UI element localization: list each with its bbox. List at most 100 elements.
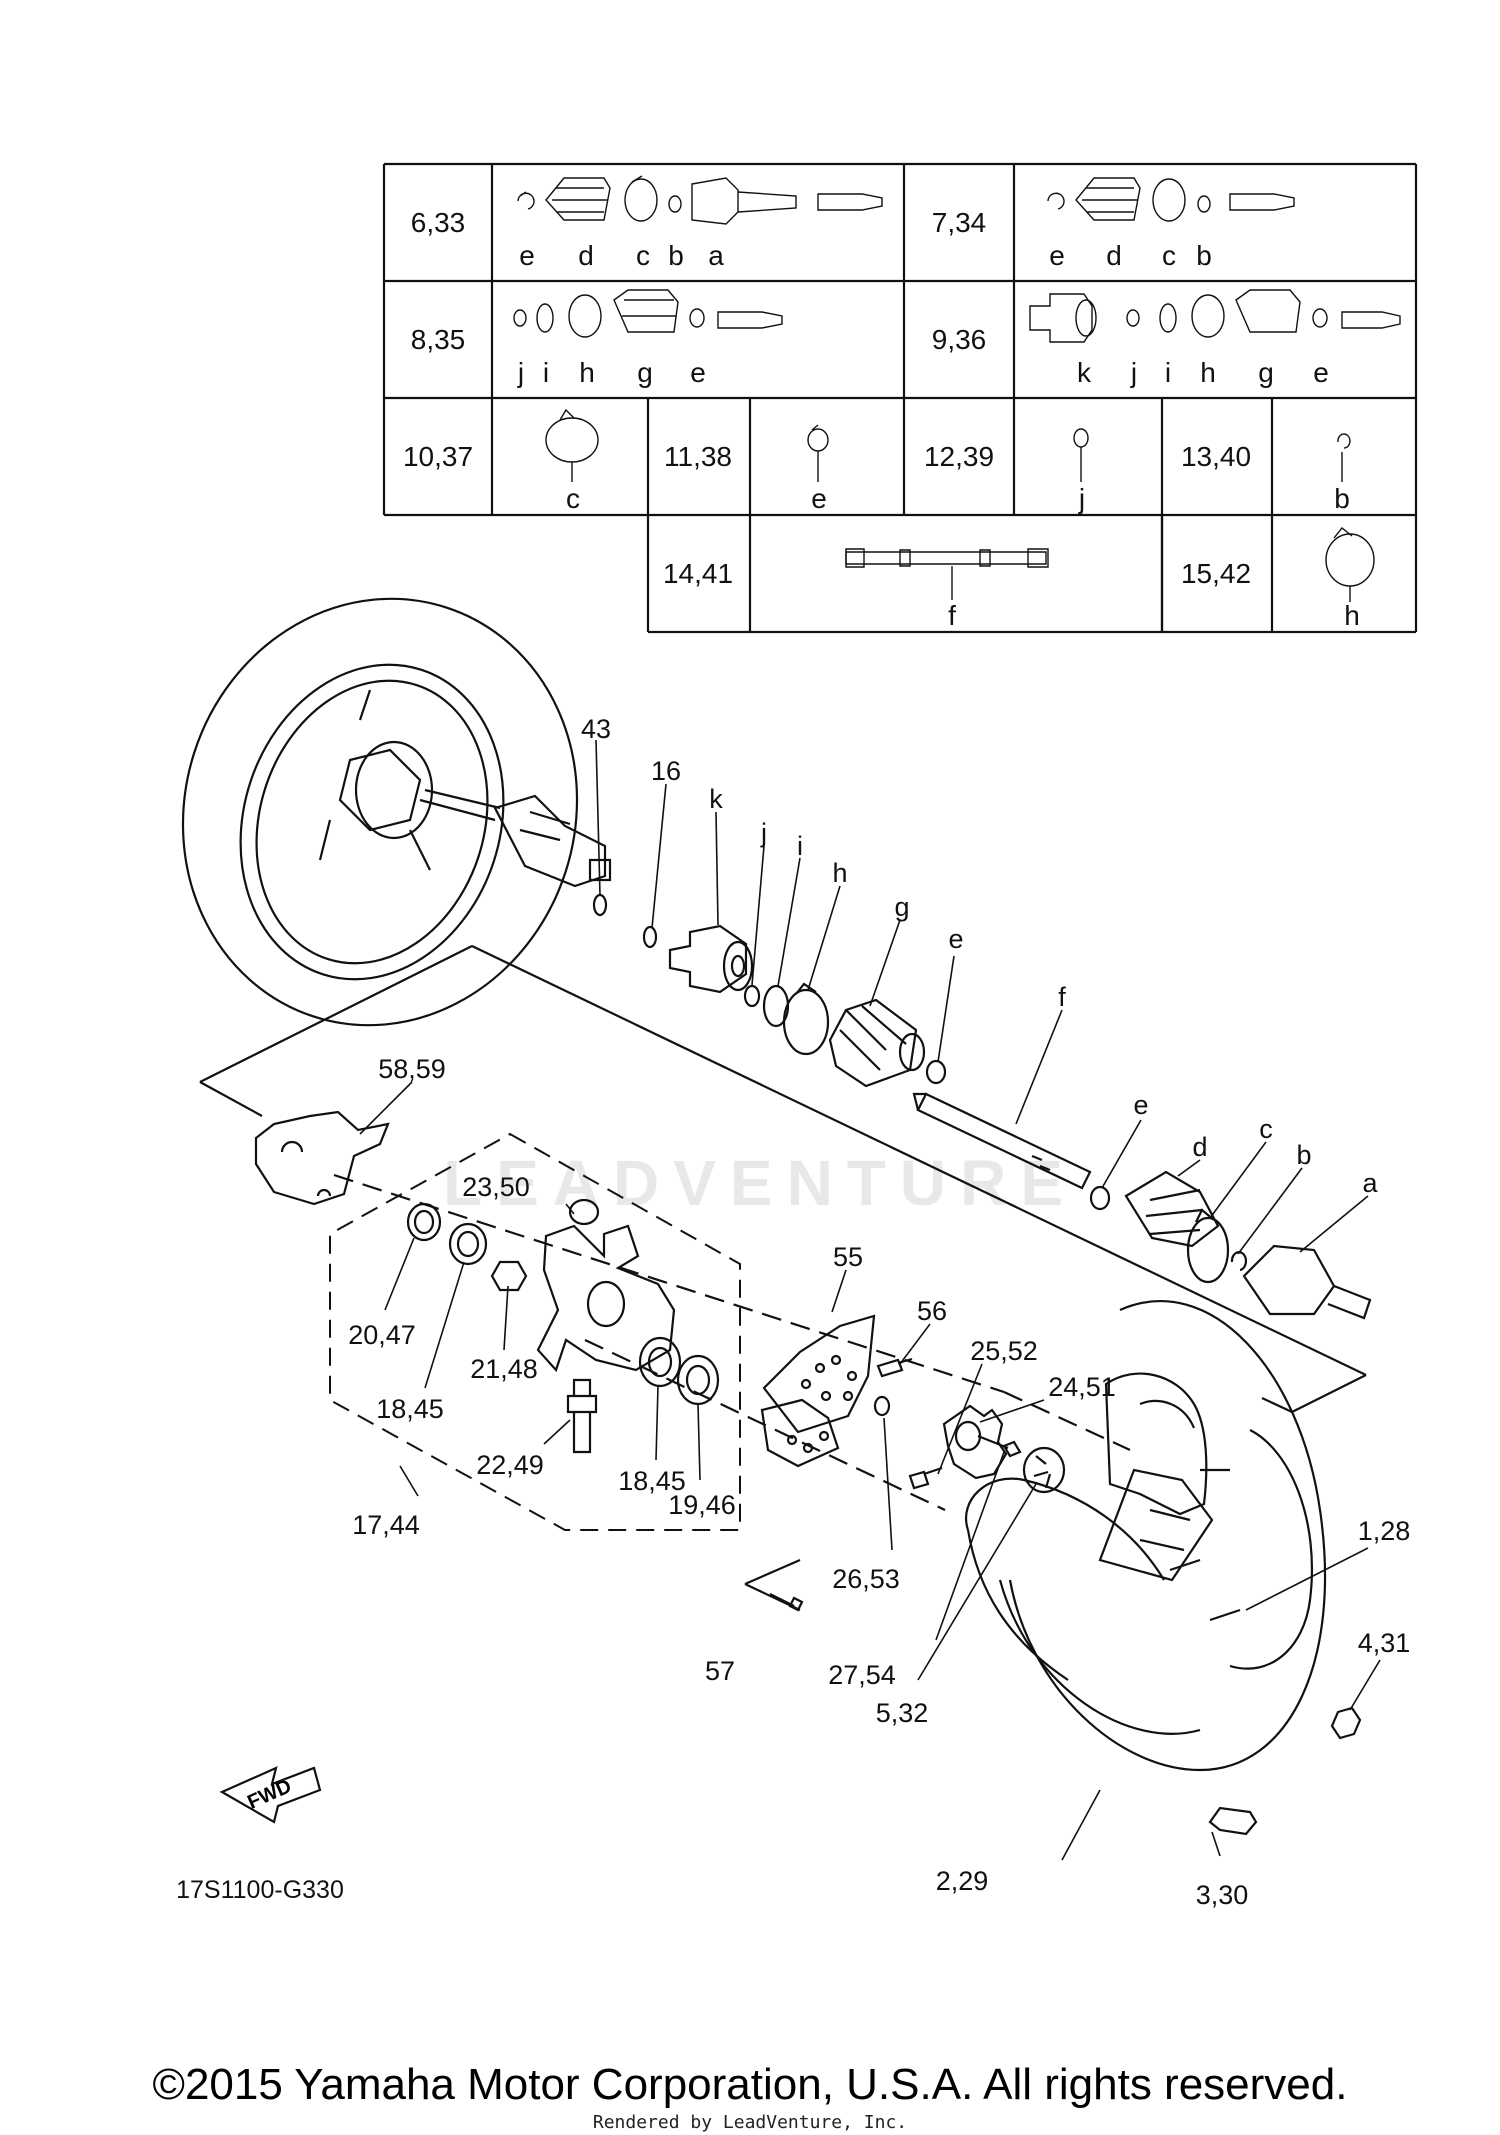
callout-18-45a: 18,45 [376, 1394, 444, 1424]
callout-21-48: 21,48 [470, 1354, 538, 1384]
steering-knuckle [536, 1224, 676, 1373]
callout-d: d [1192, 1132, 1207, 1162]
callout-19-46: 19,46 [668, 1490, 736, 1520]
table-letter: b [668, 240, 684, 271]
table-row-label: 10,37 [403, 441, 473, 472]
circlip-b [1230, 1251, 1248, 1272]
callout-20-47: 20,47 [348, 1320, 416, 1350]
ball-joint-22-49 [566, 1378, 598, 1454]
table-letter: j [1078, 483, 1085, 514]
callout-56: 56 [917, 1296, 947, 1326]
callout-k: k [709, 784, 723, 814]
table-letter: f [948, 600, 956, 631]
cv-joint-k [668, 924, 754, 994]
nut-27-54 [1002, 1440, 1022, 1458]
callout-22-49: 22,49 [476, 1450, 544, 1480]
callout-e-lower: e [1133, 1090, 1148, 1120]
callout-2-29: 2,29 [936, 1866, 989, 1896]
copyright-notice: ©2015 Yamaha Motor Corporation, U.S.A. A… [152, 2060, 1348, 2109]
table-row-label: 12,39 [924, 441, 994, 472]
table-letter: c [636, 240, 650, 271]
callout-24-51: 24,51 [1048, 1372, 1116, 1402]
clip-e-icon [807, 424, 829, 482]
callout-c: c [1259, 1114, 1273, 1144]
callout-g: g [894, 892, 909, 922]
table-letter: g [637, 357, 653, 388]
band-c-icon [545, 408, 599, 482]
table-letter: d [578, 240, 594, 271]
rim-1-28 [1098, 1372, 1314, 1670]
boot-kit-8-35-icon [513, 289, 783, 338]
drawing-code: 17S1100-G330 [176, 1876, 344, 1904]
table-letter: d [1106, 240, 1122, 271]
table-letter: e [1049, 240, 1065, 271]
table-letter: c [566, 483, 580, 514]
table-letter: b [1196, 240, 1212, 271]
bolt-56 [876, 1357, 913, 1378]
guard-58-59 [254, 1110, 390, 1206]
nut-4-31 [1330, 1706, 1362, 1740]
cv-joint-kit-6-33-icon [517, 175, 883, 225]
circlip-43 [592, 893, 608, 917]
callout-25-52: 25,52 [970, 1336, 1038, 1366]
table-letter: i [1165, 357, 1171, 388]
table-row-label: 11,38 [664, 441, 732, 472]
table-letter: h [1200, 357, 1216, 388]
band-h-icon [1325, 527, 1375, 602]
valve-3-30 [1208, 1806, 1258, 1836]
clip-e-upper [925, 1059, 947, 1085]
callout-1-28: 1,28 [1358, 1516, 1411, 1546]
callout-4-31: 4,31 [1358, 1628, 1411, 1658]
legend-table: 6,33 7,34 8,35 9,36 10,37 11,38 12,39 13… [382, 162, 1418, 634]
circlip-16 [642, 925, 658, 949]
callout-18-45b: 18,45 [618, 1466, 686, 1496]
cv-joint-kit-9-36-icon [1029, 289, 1401, 343]
table-letter: b [1334, 483, 1350, 514]
tire-2-29 [965, 1300, 1327, 1772]
bearing-18-45b [638, 1336, 682, 1388]
circlip-j-icon [1073, 428, 1089, 482]
table-row-label: 6,33 [411, 207, 466, 238]
fwd-label: FWD [244, 1775, 295, 1814]
bearing-18-45a [448, 1222, 488, 1266]
callout-17-44: 17,44 [352, 1510, 420, 1540]
table-row-label: 13,40 [1181, 441, 1251, 472]
left-wheel [181, 597, 612, 1027]
callout-leaders [359, 739, 1381, 1861]
boot-g [828, 998, 926, 1088]
axle-shaft-f [912, 1092, 1092, 1190]
table-row-label: 14,41 [663, 558, 733, 589]
callout-h: h [832, 858, 847, 888]
callout-57: 57 [705, 1656, 735, 1686]
callout-f: f [1058, 982, 1066, 1012]
band-c [1186, 1208, 1230, 1284]
disc-cover-55 [760, 1314, 876, 1468]
watermark-text: LEADVENTURE [443, 1147, 1077, 1219]
table-letter: g [1258, 357, 1274, 388]
callout-55: 55 [833, 1242, 863, 1272]
shaft-f-icon [845, 548, 1049, 600]
boot-kit-7-34-icon [1047, 177, 1295, 222]
callout-a: a [1362, 1168, 1378, 1198]
boot-d [1124, 1170, 1220, 1248]
callout-5-32: 5,32 [876, 1698, 929, 1728]
band-h [782, 982, 830, 1056]
callout-e-upper: e [948, 924, 963, 954]
clip-e-lower [1089, 1185, 1111, 1211]
callout-j: j [760, 818, 767, 848]
callout-b: b [1296, 1140, 1311, 1170]
circlip-23-50 [568, 1198, 600, 1226]
table-row-label: 7,34 [932, 207, 987, 238]
oil-seal-19-46 [676, 1354, 720, 1406]
callout-i: i [797, 831, 803, 861]
collar-21-48 [490, 1260, 528, 1292]
callout-16: 16 [651, 756, 681, 786]
callout-27-54: 27,54 [828, 1660, 896, 1690]
circlip-j [743, 984, 761, 1008]
table-letter: k [1077, 357, 1092, 388]
callout-labels: 43 16 k j i h g e f e d c b a 58,59 23,5… [348, 714, 1410, 1910]
table-letter: e [1313, 357, 1329, 388]
oil-seal-20-47 [406, 1202, 442, 1242]
table-row-label: 15,42 [1181, 558, 1251, 589]
